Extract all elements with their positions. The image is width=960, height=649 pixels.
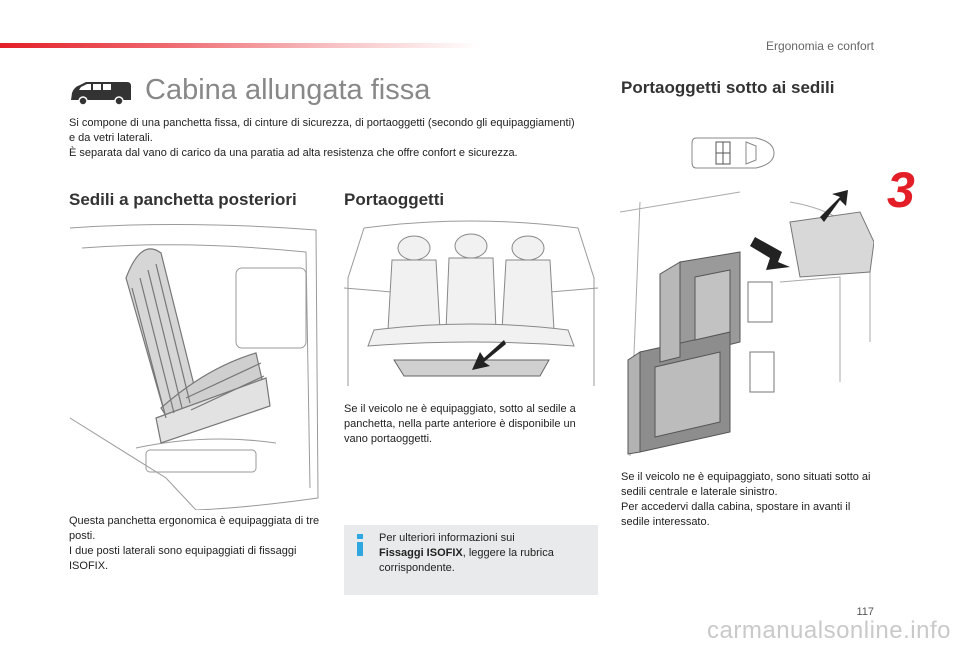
under-seat-storage-illustration	[620, 190, 874, 456]
vehicle-top-view-icon	[691, 137, 775, 169]
info-text-line2: , leggere la rubrica corrispondente.	[379, 547, 554, 574]
rear-bench-description: Questa panchetta ergonomica è equipaggia…	[69, 515, 320, 572]
heading-storage: Portaoggetti	[344, 190, 445, 209]
chapter-number: 3	[887, 162, 915, 218]
storage-description: Se il veicolo ne è equipaggiato, sotto a…	[344, 403, 576, 445]
rear-bench-seat-illustration	[69, 223, 319, 510]
info-text-isofix-link[interactable]: Fissaggi ISOFIX	[379, 547, 463, 559]
front-storage-illustration	[344, 220, 598, 386]
heading-under-seat-storage: Portaoggetti sotto ai sedili	[621, 78, 835, 97]
watermark: carmanualsonline.info	[707, 617, 951, 644]
page-number: 117	[856, 606, 874, 618]
section-name: Ergonomia e confort	[765, 39, 874, 53]
intro-text: Si compone di una panchetta fissa, di ci…	[69, 117, 575, 159]
info-text: Per ulteriori informazioni sui Fissaggi …	[379, 531, 591, 576]
under-seat-description: Se il veicolo ne è equipaggiato, sono si…	[621, 471, 871, 528]
info-text-line1: Per ulteriori informazioni sui	[379, 532, 515, 544]
page-title: Cabina allungata fissa	[145, 74, 431, 106]
van-icon	[71, 82, 131, 106]
top-accent-bar	[0, 43, 480, 48]
info-icon	[357, 534, 363, 556]
heading-rear-bench: Sedili a panchetta posteriori	[69, 190, 297, 209]
info-box: Per ulteriori informazioni sui Fissaggi …	[344, 525, 598, 595]
